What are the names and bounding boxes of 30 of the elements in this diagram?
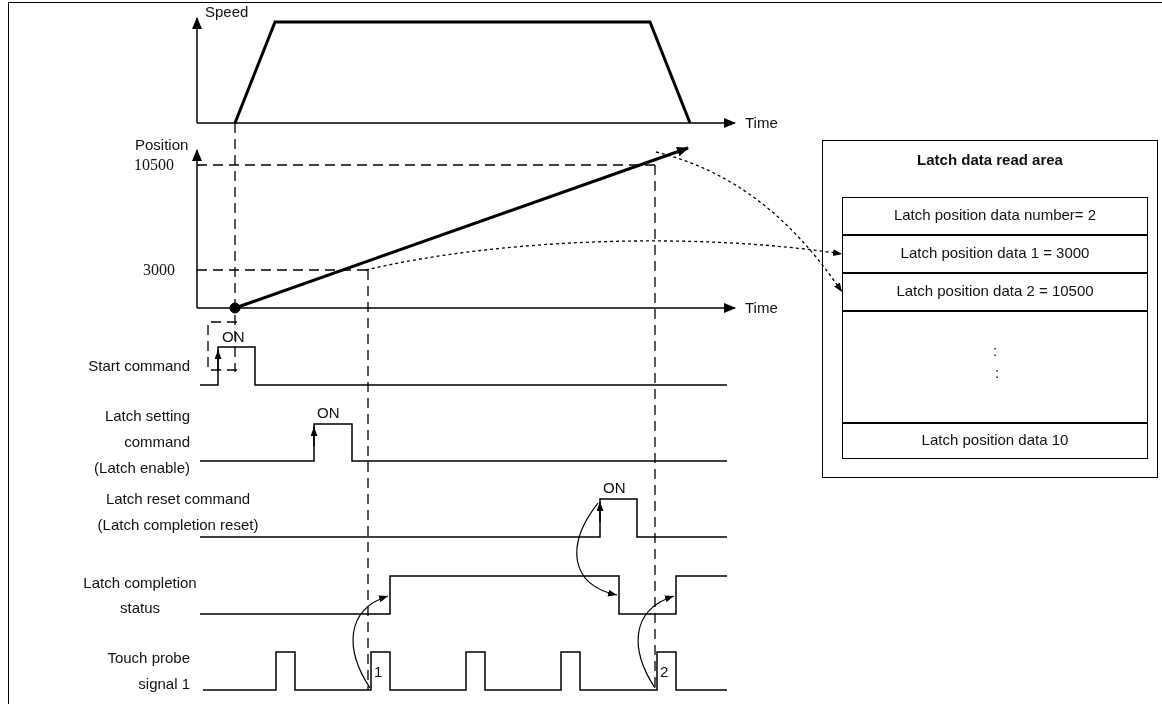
- signal-label: Latch setting command (Latch enable): [93, 406, 190, 478]
- table-row: [842, 197, 1148, 235]
- row-text: Latch position data 2 = 10500: [895, 282, 1095, 299]
- axis-label: Speed: [205, 3, 249, 21]
- tick-label: 3000: [143, 261, 175, 279]
- state-label: ON: [603, 479, 626, 497]
- tick-label: 10500: [134, 156, 174, 174]
- axis-label: Time: [745, 114, 778, 132]
- dotted-arrow: [655, 151, 843, 293]
- table-row: [842, 311, 1148, 423]
- axis-label: Time: [745, 299, 778, 317]
- ellipsis-mark: :: [991, 342, 999, 359]
- table-row: [842, 273, 1148, 311]
- dotted-arrow: [365, 240, 843, 271]
- table-title: Latch data read area: [916, 151, 1064, 168]
- pulse-number: 1: [374, 663, 383, 681]
- signal-label: Latch reset command (Latch completion reset): [96, 489, 260, 535]
- row-text: Latch position data 10: [920, 431, 1070, 448]
- row-text: Latch position data number= 2: [892, 206, 1098, 223]
- signal-label: Touch probe signal 1: [106, 648, 190, 694]
- signal-label: Latch completion status: [82, 573, 198, 618]
- row-text: Latch position data 1 = 3000: [899, 244, 1091, 261]
- ellipsis-mark: :: [993, 364, 1001, 381]
- axis-label: Position: [135, 136, 189, 154]
- state-label: ON: [317, 404, 340, 422]
- pulse-number: 2: [660, 663, 669, 681]
- table-panel: [822, 140, 1158, 478]
- table-row: [842, 423, 1148, 459]
- table-row: [842, 235, 1148, 273]
- signal-label: Start command: [88, 357, 190, 375]
